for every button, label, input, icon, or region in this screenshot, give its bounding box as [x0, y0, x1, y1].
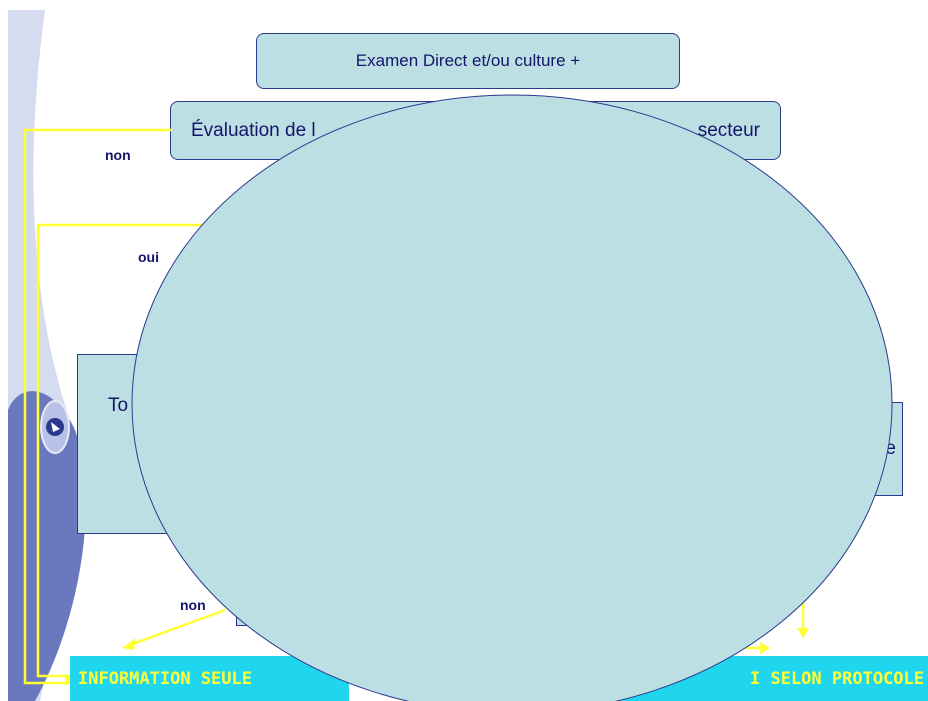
evaluation-text-left: Évaluation de l [191, 119, 316, 141]
information-seule-text: INFORMATION SEULE [78, 668, 252, 689]
evaluation-text-right: secteur [697, 119, 760, 141]
examen-text: Examen Direct et/ou culture + [355, 51, 581, 70]
suivi-protocole-text: I SELON PROTOCOLE [750, 668, 924, 689]
label-oui: oui [138, 249, 159, 265]
information-seule-box: INFORMATION SEULE [70, 656, 349, 701]
right-box-text: e [885, 438, 896, 459]
examen-box: Examen Direct et/ou culture + [256, 33, 680, 89]
label-non-bottom: non [180, 597, 206, 613]
left-box-text: To [108, 395, 129, 416]
label-non-top: non [105, 147, 131, 163]
slide-logo-icon [40, 400, 70, 454]
